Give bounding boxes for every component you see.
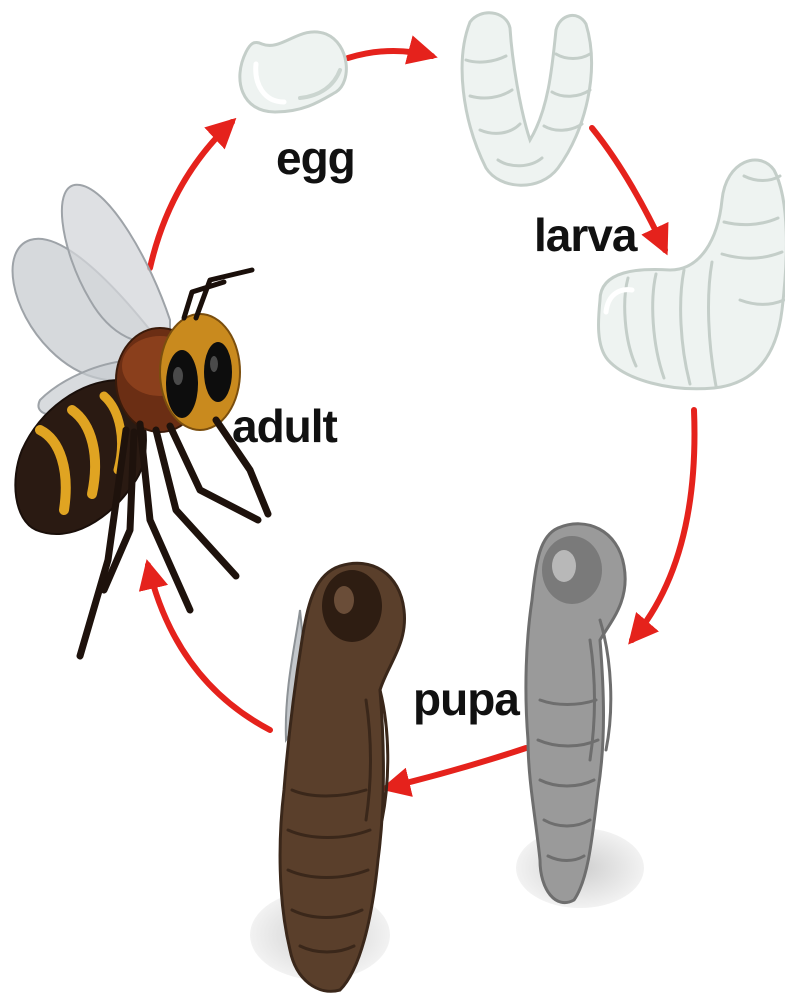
label-pupa: pupa (413, 676, 519, 722)
pupa-brown-illustration (250, 563, 405, 991)
label-egg: egg (276, 135, 355, 181)
label-adult: adult (232, 403, 337, 449)
pupa-grey-illustration (516, 524, 644, 908)
egg-illustration (240, 32, 346, 112)
larva-small-illustration (462, 13, 591, 185)
arrow-egg-to-larva (348, 51, 432, 58)
arrow-pupa-to-pupa (386, 748, 526, 788)
larva-large-illustration (598, 160, 785, 389)
adult-bee-illustration (13, 185, 268, 656)
arrow-pupa-to-adult (148, 565, 270, 730)
arrow-larva-to-pupa (632, 410, 694, 640)
arrow-adult-to-egg (150, 122, 232, 268)
label-larva: larva (534, 212, 636, 258)
